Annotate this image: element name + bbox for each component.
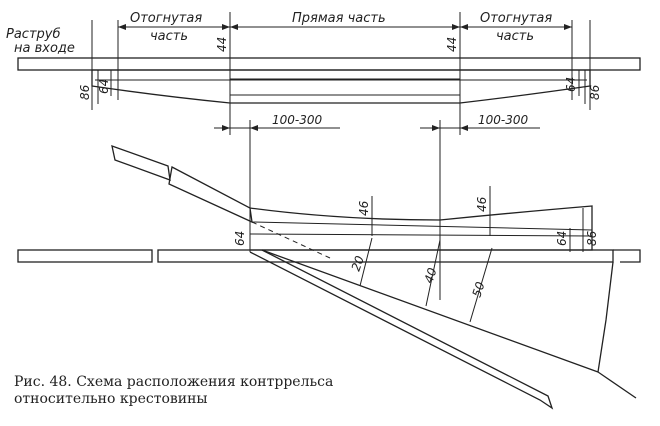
frog-body (597, 261, 637, 399)
dim-64-frog: 64 (233, 231, 247, 246)
dim-100-300-left: 100-300 (272, 113, 323, 127)
main-rail-bottom-end (613, 249, 641, 263)
dim-46-right: 46 (475, 196, 489, 212)
arrow (432, 125, 440, 131)
raструб-label-2: на входе (14, 41, 75, 56)
dim-100-300-right: 100-300 (478, 113, 529, 127)
frog-view (17, 144, 641, 410)
dim-20: 20 (349, 254, 368, 273)
arrow (222, 24, 230, 30)
arrow (452, 24, 460, 30)
dim-44-left: 44 (215, 37, 229, 52)
dim-86-left: 86 (78, 84, 92, 100)
dim-50-line (469, 247, 493, 323)
guard-rail-bottom-inner2 (249, 233, 593, 237)
figure-caption: Рис. 48. Схема расположения контррельса … (14, 374, 374, 408)
dim-86-right-bot: 86 (585, 230, 599, 246)
arrow (222, 125, 230, 131)
dim-64-left: 64 (97, 79, 111, 94)
dim-46-left: 46 (357, 200, 371, 216)
dim-86-right-top: 86 (588, 84, 602, 100)
arrow (460, 125, 468, 131)
arrow (250, 125, 258, 131)
diverging-rail-lower-1 (249, 249, 554, 410)
diverging-rail-upper-left (111, 144, 171, 181)
arrow (118, 24, 126, 30)
main-rail-bottom (157, 249, 614, 263)
bent-right-label-1: Отогнутая (480, 11, 552, 26)
dim-44-right: 44 (445, 37, 459, 52)
bent-right-label-2: часть (496, 29, 534, 44)
arrow (460, 24, 468, 30)
dim-64-right-top: 64 (564, 77, 578, 92)
bent-left-label-2: часть (150, 29, 188, 44)
diverging-rail-lower-2 (261, 249, 599, 373)
dim-50: 50 (470, 280, 488, 299)
dashed-flangeway (251, 221, 331, 259)
main-rail-bottom-left (17, 249, 153, 263)
caption-line-1: Рис. 48. Схема расположения контррельса (14, 374, 334, 390)
caption-line-2: относительно крестовины (14, 391, 208, 407)
dim-40: 40 (422, 266, 440, 285)
dim-40-line (425, 239, 441, 307)
guard-rail-bottom-inner (251, 221, 593, 231)
arrow (230, 24, 238, 30)
arrow (564, 24, 572, 30)
straight-label: Прямая часть (292, 11, 386, 26)
raструб-label-1: Раструб (6, 27, 61, 42)
guard-rail-top (91, 69, 591, 104)
dim-20-line (359, 237, 373, 287)
diverging-rail-upper (168, 166, 253, 224)
main-rail-top (17, 57, 641, 71)
bent-left-label-1: Отогнутая (130, 11, 202, 26)
guard-rail-top-view (17, 12, 641, 135)
dim-64-right-bot: 64 (555, 231, 569, 246)
guard-rail-bottom (249, 205, 593, 251)
